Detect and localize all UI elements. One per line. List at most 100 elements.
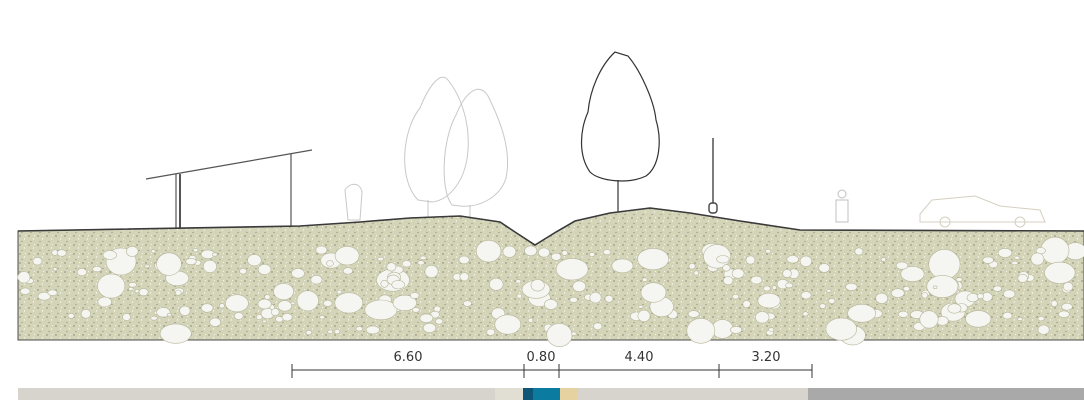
pebble <box>326 260 334 267</box>
pebble <box>800 291 812 300</box>
pebble <box>641 277 648 282</box>
pebble <box>422 322 437 333</box>
pebble <box>175 289 182 296</box>
pebble <box>401 260 412 268</box>
pebble <box>847 303 877 323</box>
pebble <box>754 311 770 324</box>
pebble <box>818 263 831 273</box>
pebble <box>1017 273 1028 283</box>
pole-icon <box>708 138 718 214</box>
band-base <box>18 388 808 400</box>
pebble <box>932 285 938 289</box>
pebble <box>895 261 909 270</box>
pebble <box>138 288 149 297</box>
pebble <box>1062 282 1074 292</box>
pebble <box>281 313 293 322</box>
pebble <box>919 310 939 329</box>
pebble <box>392 294 417 311</box>
pebble <box>711 319 734 339</box>
pebble <box>722 264 731 272</box>
pebble <box>637 304 644 309</box>
pebble <box>745 255 756 265</box>
pebble <box>955 277 963 282</box>
pebble <box>458 255 470 265</box>
pebble <box>637 309 651 323</box>
pebble <box>550 252 562 261</box>
pebble <box>976 293 985 300</box>
pebble <box>209 317 221 327</box>
pebble <box>296 290 319 312</box>
pebble <box>486 328 496 336</box>
pebble <box>144 264 150 269</box>
pebble <box>604 294 614 303</box>
pebbles <box>17 236 1084 347</box>
pebble <box>80 309 91 319</box>
pebble <box>380 279 389 288</box>
pebble <box>32 257 43 266</box>
pebble <box>875 292 889 304</box>
band-light <box>495 388 525 400</box>
pebble <box>202 259 217 273</box>
pebble <box>134 289 140 294</box>
pebble <box>516 293 523 299</box>
pebble <box>561 250 568 256</box>
faint-trees-icon <box>344 76 509 222</box>
pebble <box>494 314 522 335</box>
pebble <box>410 292 420 299</box>
pebble <box>982 256 994 264</box>
dim-label-2: 0.80 <box>526 350 556 365</box>
pebble <box>156 307 171 318</box>
pebble <box>47 289 58 296</box>
pebble <box>966 293 979 303</box>
pebble <box>572 280 587 292</box>
pebble <box>273 282 294 300</box>
pebble <box>688 263 696 270</box>
pebble <box>1014 255 1020 260</box>
pebble <box>880 257 887 262</box>
pebble <box>897 310 909 318</box>
pebble <box>475 240 502 263</box>
pebble <box>1037 316 1045 322</box>
pebble <box>17 271 31 284</box>
pebble <box>765 249 771 254</box>
pebble <box>731 268 745 279</box>
pebble <box>319 315 325 320</box>
pebble <box>757 292 781 309</box>
pebble <box>97 273 126 299</box>
dim-label-1: 6.60 <box>393 350 423 365</box>
pebble <box>342 267 354 275</box>
pebble <box>854 247 864 256</box>
pebble <box>1050 300 1058 307</box>
pebble <box>926 275 959 298</box>
pebble <box>200 303 214 313</box>
pebble <box>270 308 280 316</box>
pebble <box>992 285 1002 292</box>
pebble <box>965 310 992 328</box>
pebble <box>742 300 751 308</box>
pebble <box>411 307 420 313</box>
pebble <box>211 252 218 257</box>
pebble <box>462 300 472 307</box>
pebble <box>156 252 182 276</box>
pebble <box>291 268 305 279</box>
pebble <box>166 313 172 317</box>
pebble <box>257 263 272 275</box>
pebble <box>179 305 191 316</box>
pebble <box>67 313 75 319</box>
pebble <box>424 264 439 278</box>
pebble <box>233 312 244 320</box>
pebble <box>502 245 517 258</box>
person-icon <box>835 189 849 223</box>
pebble <box>828 298 836 304</box>
pebble <box>52 267 58 272</box>
pebble <box>364 299 398 321</box>
pebble <box>771 285 777 290</box>
pebble <box>593 322 603 331</box>
pebble <box>1037 324 1050 335</box>
pebble <box>1002 311 1013 320</box>
pebble <box>225 294 249 313</box>
pebble <box>1061 302 1073 311</box>
pebble <box>1044 261 1076 284</box>
pebble <box>417 260 425 266</box>
